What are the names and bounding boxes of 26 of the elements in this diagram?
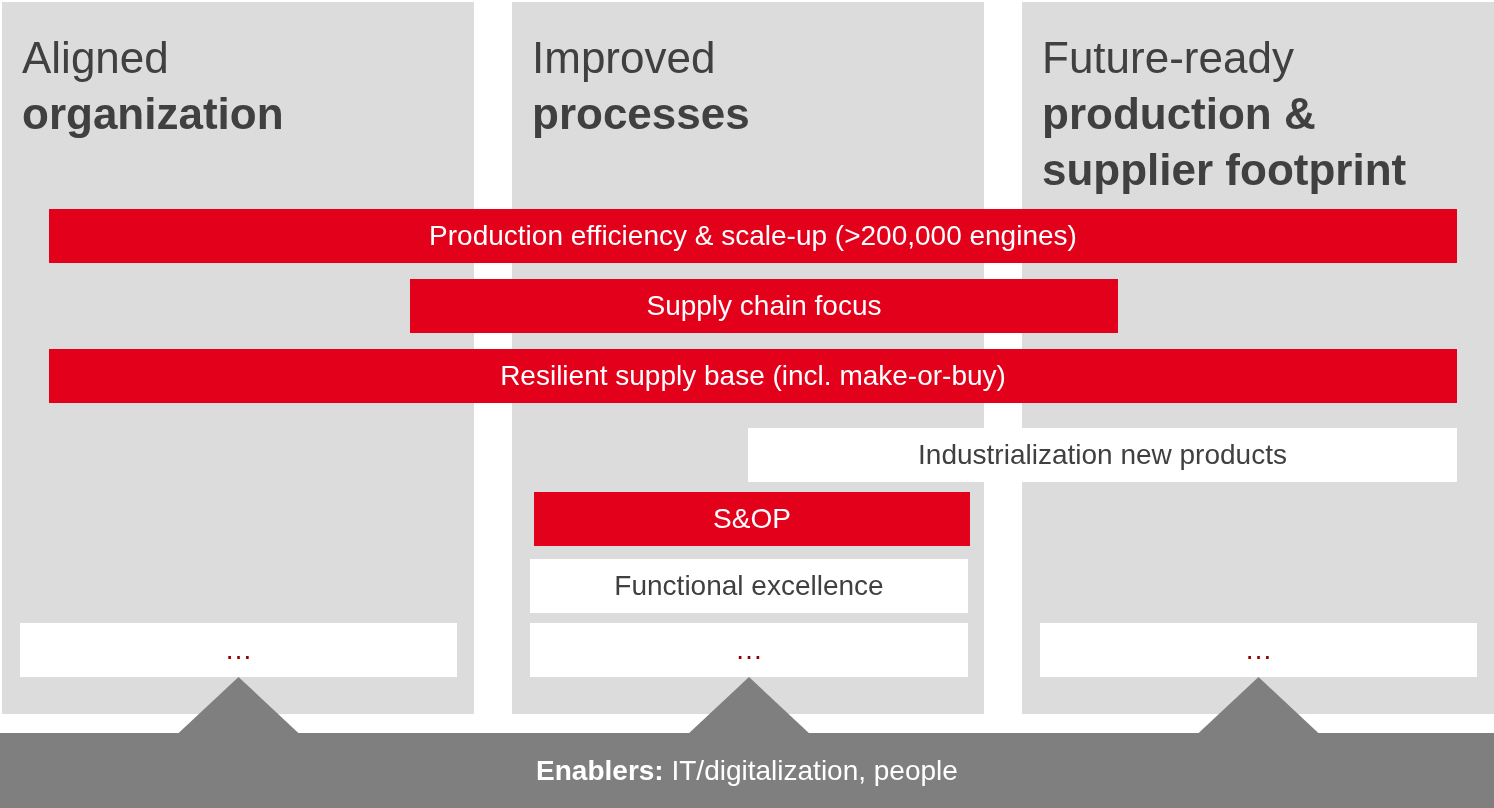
chevron-arrow [687,677,811,735]
chevron-arrow [176,677,301,735]
initiative-bar [534,492,970,546]
initiative-bar [530,559,968,613]
placeholder-bar [20,623,457,677]
column-heading: Aligned organization [22,32,285,140]
bar-label: Supply chain focus [645,289,883,323]
enablers-text: Enablers: IT/digitalization, people [535,754,959,788]
chevron-arrow [1196,677,1321,735]
ellipsis-text: … [223,633,254,667]
bar-label: S&OP [712,502,792,536]
bar-label: Functional excellence [613,569,885,603]
enablers-bar [0,733,1494,808]
ellipsis-text: … [1243,633,1274,667]
initiative-bar [49,209,1457,263]
initiative-bar [49,349,1457,403]
initiative-bar [410,279,1118,333]
initiative-bar [748,428,1457,482]
bar-label: Production efficiency & scale-up (>200,000 engines) [428,219,1078,253]
placeholder-bar [530,623,968,677]
bar-label: Resilient supply base (incl. make-or-buy) [499,359,1007,393]
ellipsis-text: … [734,633,764,667]
placeholder-bar [1040,623,1477,677]
column-heading: Improved processes [532,32,751,140]
bar-label: Industrialization new products [917,438,1288,472]
column-heading: Future-ready production & supplier footprint [1042,32,1408,196]
